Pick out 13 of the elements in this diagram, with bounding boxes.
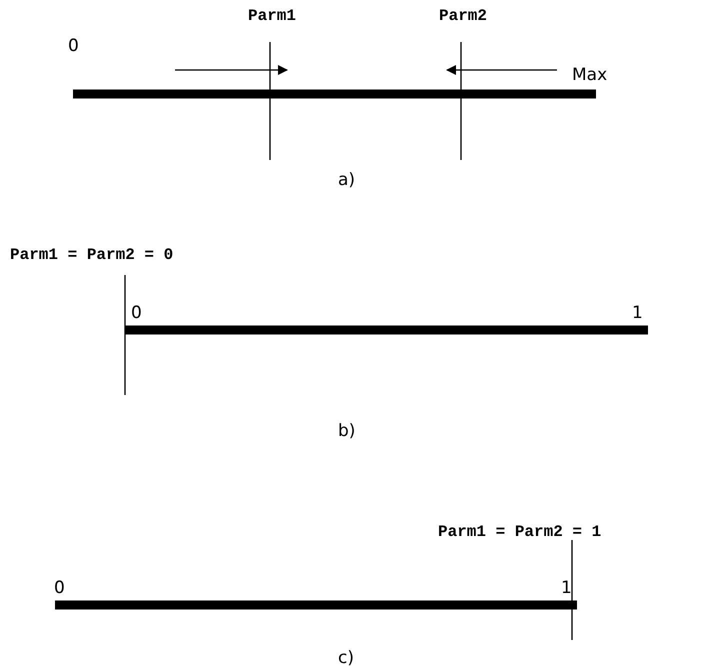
equation-label: Parm1 = Parm2 = 0 [10, 247, 174, 263]
panel-label: b) [338, 423, 356, 440]
parameter-label: Parm1 [248, 8, 296, 24]
panel-label: c) [338, 650, 354, 666]
axis-value: 0 [54, 580, 65, 597]
axis-value: 1 [561, 580, 572, 597]
panel-label: a) [338, 172, 356, 189]
parameter-label: Parm2 [439, 8, 488, 24]
axis-value: 0 [131, 305, 142, 322]
equation-label: Parm1 = Parm2 = 1 [438, 524, 602, 540]
axis-value: 0 [68, 38, 79, 55]
axis-value: 1 [632, 305, 643, 322]
axis-value: Max [572, 67, 608, 84]
